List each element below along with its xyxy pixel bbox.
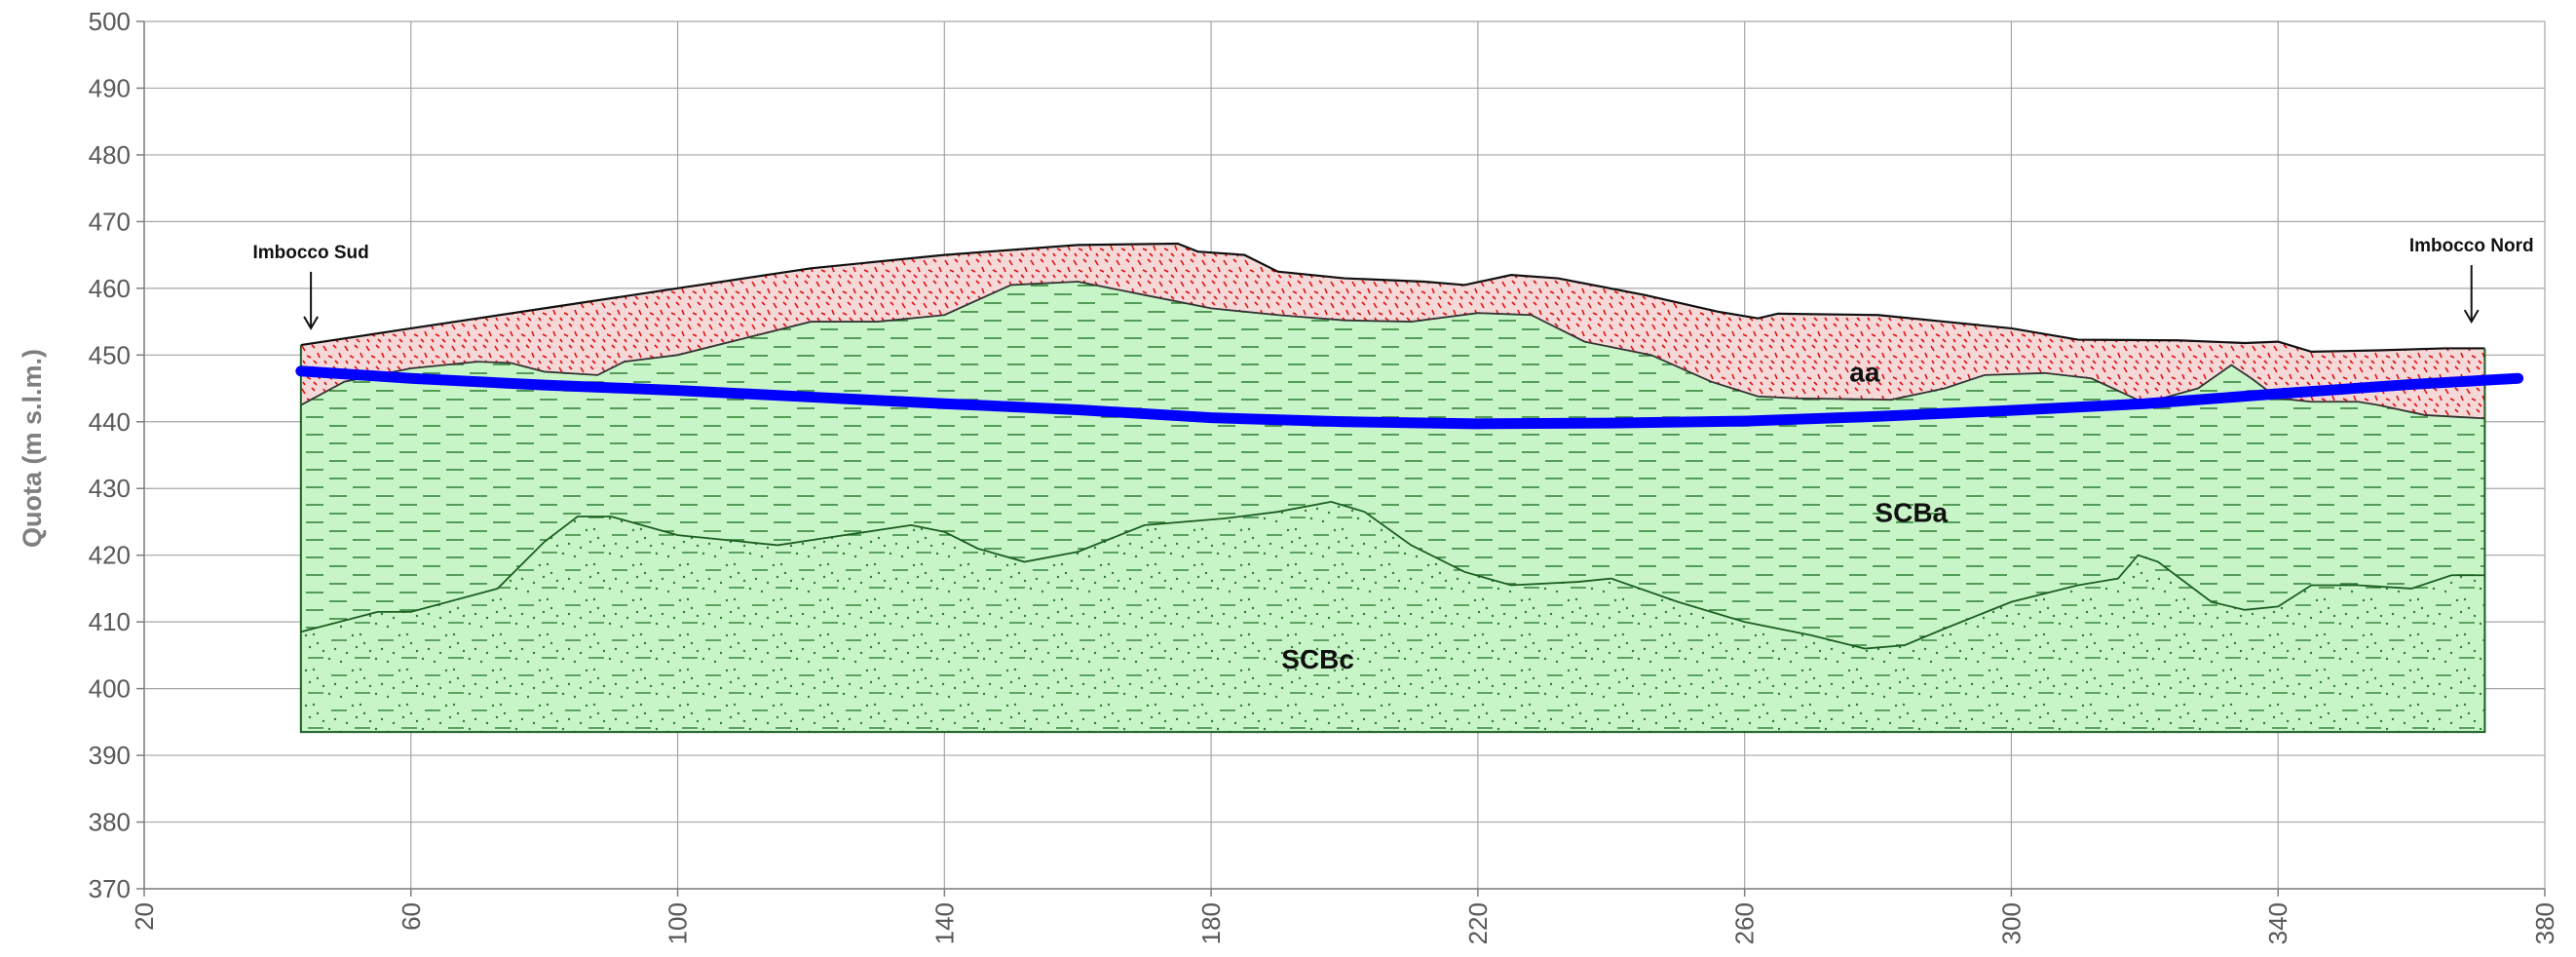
series-line-tunnel: [295, 365, 2524, 430]
annotation-arrow-head: [2463, 309, 2480, 325]
x-tick-label: 260: [1730, 902, 1760, 944]
y-tick-label: 480: [89, 140, 131, 170]
layer-aa-boundary: [300, 242, 2485, 353]
x-tick-label: 140: [929, 902, 959, 944]
x-tick-label: 340: [2263, 902, 2292, 944]
y-axis-label: Quota (m s.l.m.): [18, 349, 47, 548]
layer-label-scba: SCBa: [1875, 497, 1948, 527]
axes: 370 380 390 400 410 420 430 440 450 460 470 480 490 5…: [89, 7, 2559, 944]
y-tick-label: 370: [89, 874, 131, 903]
y-tick-label: 440: [89, 407, 131, 437]
x-tick-label: 100: [663, 902, 693, 944]
layer-label-scbc: SCBc: [1281, 644, 1354, 674]
x-tick-label: 220: [1463, 902, 1493, 944]
annotation-label: Imbocco Nord: [2409, 236, 2534, 256]
y-tick-label: 450: [89, 340, 131, 369]
x-tick-label: 60: [397, 902, 426, 931]
annotation-arrow-head: [303, 316, 319, 330]
y-tick-label: 410: [89, 607, 131, 636]
y-tick-label: 400: [89, 674, 131, 704]
y-tick-label: 490: [89, 73, 131, 102]
y-tick-label: 430: [89, 474, 131, 503]
layer-label-aa: aa: [1849, 358, 1880, 388]
annotations: Imbocco Sud Imbocco Nord: [252, 236, 2534, 330]
x-tick-label: 300: [1996, 902, 2026, 944]
y-tick-label: 460: [89, 274, 131, 303]
layer-scbc-boundary: [300, 500, 2485, 650]
section-outline: [299, 345, 2486, 734]
layer-scba-boundary: [300, 281, 2485, 420]
annotation-label: Imbocco Sud: [252, 243, 368, 263]
y-tick-label: 390: [89, 741, 131, 770]
y-tick-label: 420: [89, 541, 131, 570]
layer-scbc-fill: [300, 501, 2485, 733]
x-tick-label: 380: [2530, 902, 2559, 944]
x-tick-label: 20: [130, 902, 159, 931]
y-tick-label: 380: [89, 808, 131, 837]
data-series: [295, 365, 2524, 430]
y-tick-label: 470: [89, 207, 131, 236]
x-tick-label: 180: [1196, 902, 1226, 944]
y-tick-label: 500: [89, 7, 131, 36]
